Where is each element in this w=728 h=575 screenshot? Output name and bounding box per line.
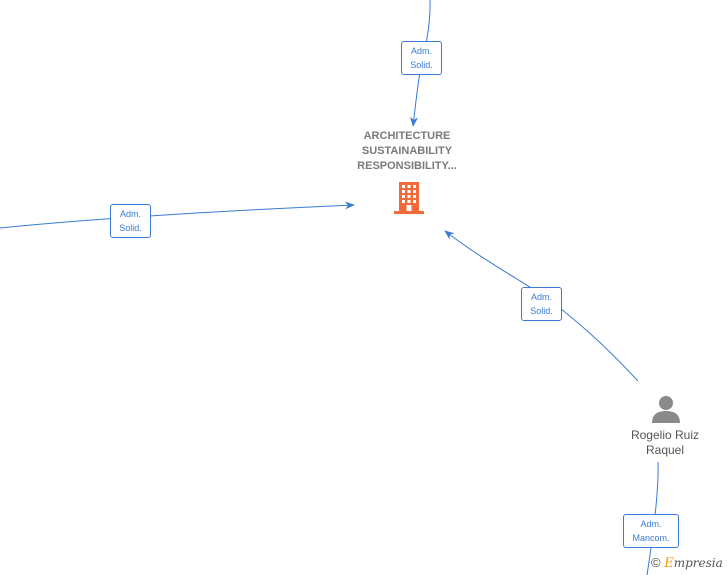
- edge-role-line: Adm.: [640, 519, 662, 529]
- edge-role-line: Adm.: [410, 46, 432, 56]
- company-name-line: SUSTAINABILITY: [361, 145, 453, 157]
- building-icon[interactable]: [393, 181, 425, 215]
- empresia-watermark: © Empresia: [651, 555, 723, 572]
- person-name-line: Rogelio Ruiz: [630, 428, 700, 442]
- edge-role-line: Solid.: [410, 60, 433, 70]
- company-name-line: RESPONSIBILITY...: [357, 160, 457, 172]
- brand-name: mpresia: [673, 556, 723, 570]
- edge-role-line: Solid.: [530, 306, 553, 316]
- edge-role-line: Adm.: [530, 292, 552, 302]
- edge-left-to-company: [0, 201, 355, 229]
- edge-label-person-company[interactable]: Adm. Solid.: [521, 287, 562, 321]
- edge-label-person-down[interactable]: Adm. Mancom.: [623, 514, 679, 548]
- company-name-line: ARCHITECTURE: [363, 130, 451, 142]
- edge-label-left[interactable]: Adm. Solid.: [110, 204, 151, 238]
- brand-initial: E: [664, 556, 674, 571]
- person-name-line: Raquel: [645, 443, 685, 457]
- edge-role-line: Adm.: [119, 209, 141, 219]
- copyright-symbol: ©: [651, 555, 661, 570]
- edge-role-line: Mancom.: [632, 533, 670, 543]
- edge-person-down: [646, 461, 659, 575]
- company-name[interactable]: ARCHITECTURE SUSTAINABILITY RESPONSIBILI…: [337, 129, 477, 174]
- edge-role-line: Solid.: [119, 223, 142, 233]
- person-icon[interactable]: [650, 394, 682, 424]
- person-name[interactable]: Rogelio Ruiz Raquel: [610, 428, 720, 458]
- edge-label-top[interactable]: Adm. Solid.: [401, 41, 442, 75]
